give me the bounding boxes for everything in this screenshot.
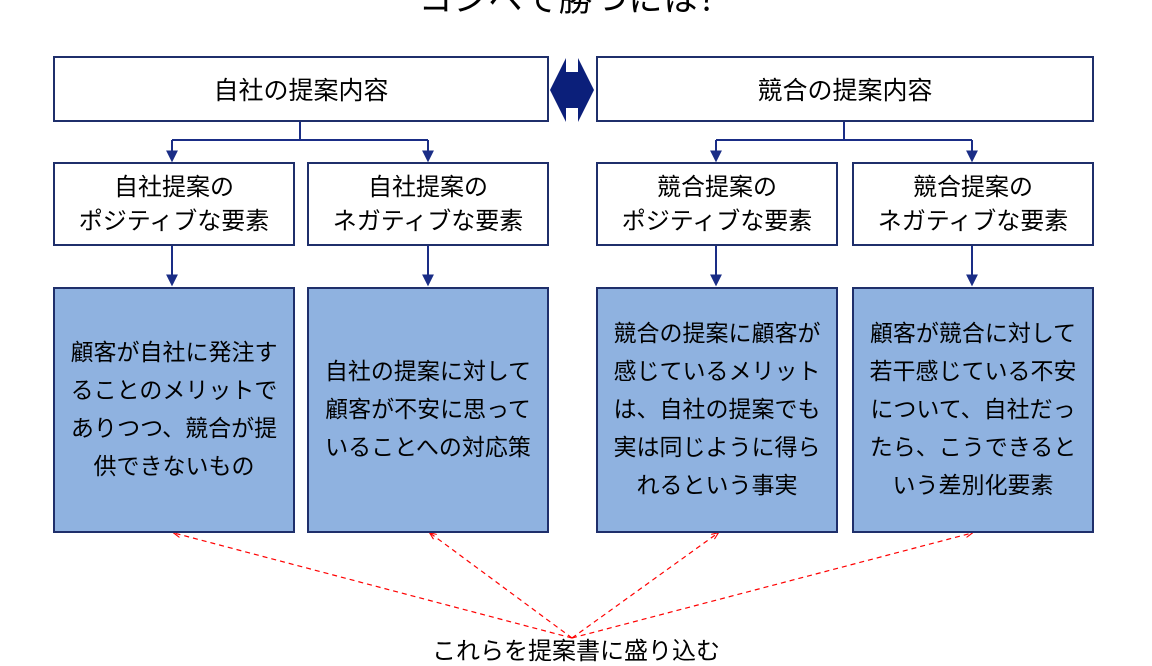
own-positive-box: 自社提案の ポジティブな要素 [53, 162, 295, 246]
competitor-negative-line-1: 競合提案の [913, 173, 1033, 201]
own-negative-detail: 自社の提案に対して顧客が不安に思っていることへの対応策 [307, 287, 549, 533]
competitor-negative-detail: 顧客が競合に対して若干感じている不安について、自社だったら、こうできるという差別… [852, 287, 1094, 533]
competitor-positive-line-2: ポジティブな要素 [621, 207, 813, 235]
competitor-negative-box: 競合提案の ネガティブな要素 [852, 162, 1094, 246]
page-title: コンペで勝つには？ [418, 0, 734, 20]
competitor-positive-line-1: 競合提案の [657, 173, 777, 201]
own-negative-detail-text: 自社の提案に対して顧客が不安に思っていることへの対応策 [324, 359, 532, 461]
own-negative-line-1: 自社提案の [368, 173, 488, 201]
own-negative-box: 自社提案の ネガティブな要素 [307, 162, 549, 246]
footer-note: これらを提案書に盛り込む [432, 637, 720, 665]
own-negative-line-2: ネガティブな要素 [332, 207, 524, 235]
own-proposal-header: 自社の提案内容 [53, 56, 549, 122]
comparison-double-arrow [550, 58, 594, 122]
own-positive-line-1: 自社提案の [114, 173, 234, 201]
own-positive-line-2: ポジティブな要素 [78, 207, 270, 235]
competitor-proposal-header-label: 競合の提案内容 [757, 76, 933, 105]
competitor-proposal-header: 競合の提案内容 [596, 56, 1094, 122]
competitor-negative-line-2: ネガティブな要素 [877, 207, 1069, 235]
dashed-convergence-lines [174, 533, 972, 639]
competitor-negative-detail-text: 顧客が競合に対して若干感じている不安について、自社だったら、こうできるという差別… [869, 321, 1077, 499]
own-proposal-header-label: 自社の提案内容 [213, 76, 389, 105]
own-positive-detail-text: 顧客が自社に発注することのメリットでありつつ、競合が提供できないもの [70, 340, 278, 480]
competitor-positive-detail: 競合の提案に顧客が感じているメリットは、自社の提案でも実は同じように得られるとい… [596, 287, 838, 533]
competitor-positive-box: 競合提案の ポジティブな要素 [596, 162, 838, 246]
own-positive-detail: 顧客が自社に発注することのメリットでありつつ、競合が提供できないもの [53, 287, 295, 533]
competitor-positive-detail-text: 競合の提案に顧客が感じているメリットは、自社の提案でも実は同じように得られるとい… [613, 321, 821, 499]
